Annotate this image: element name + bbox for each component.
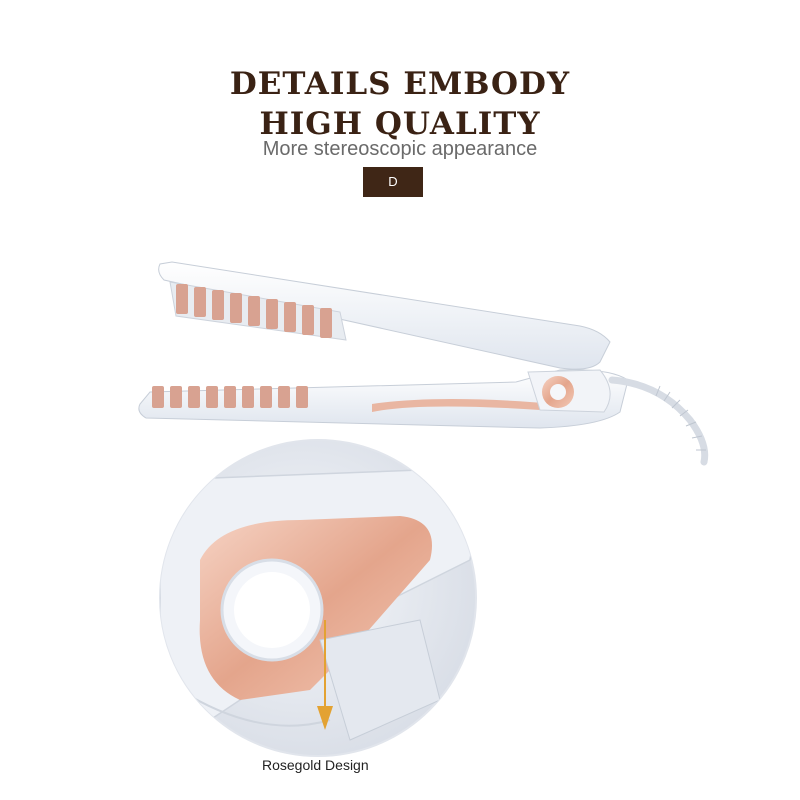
hinge-ring <box>527 369 611 413</box>
headline-line-2: HIGH QUALITY <box>259 106 541 142</box>
callout-caption: Rosegold Design <box>262 757 369 773</box>
power-cord <box>608 376 709 466</box>
headline-line-1: DETAILS EMBODY <box>229 66 571 102</box>
lower-arm <box>138 369 629 429</box>
lower-plate-teeth <box>152 386 308 408</box>
upper-arm <box>158 261 611 370</box>
power-cord-coils <box>655 385 706 451</box>
section-badge: D <box>363 167 423 197</box>
zoom-detail-circle <box>159 439 477 757</box>
upper-plate-teeth <box>176 284 332 338</box>
subtitle: More stereoscopic appearance <box>262 138 538 160</box>
callout-pointer <box>317 620 333 730</box>
